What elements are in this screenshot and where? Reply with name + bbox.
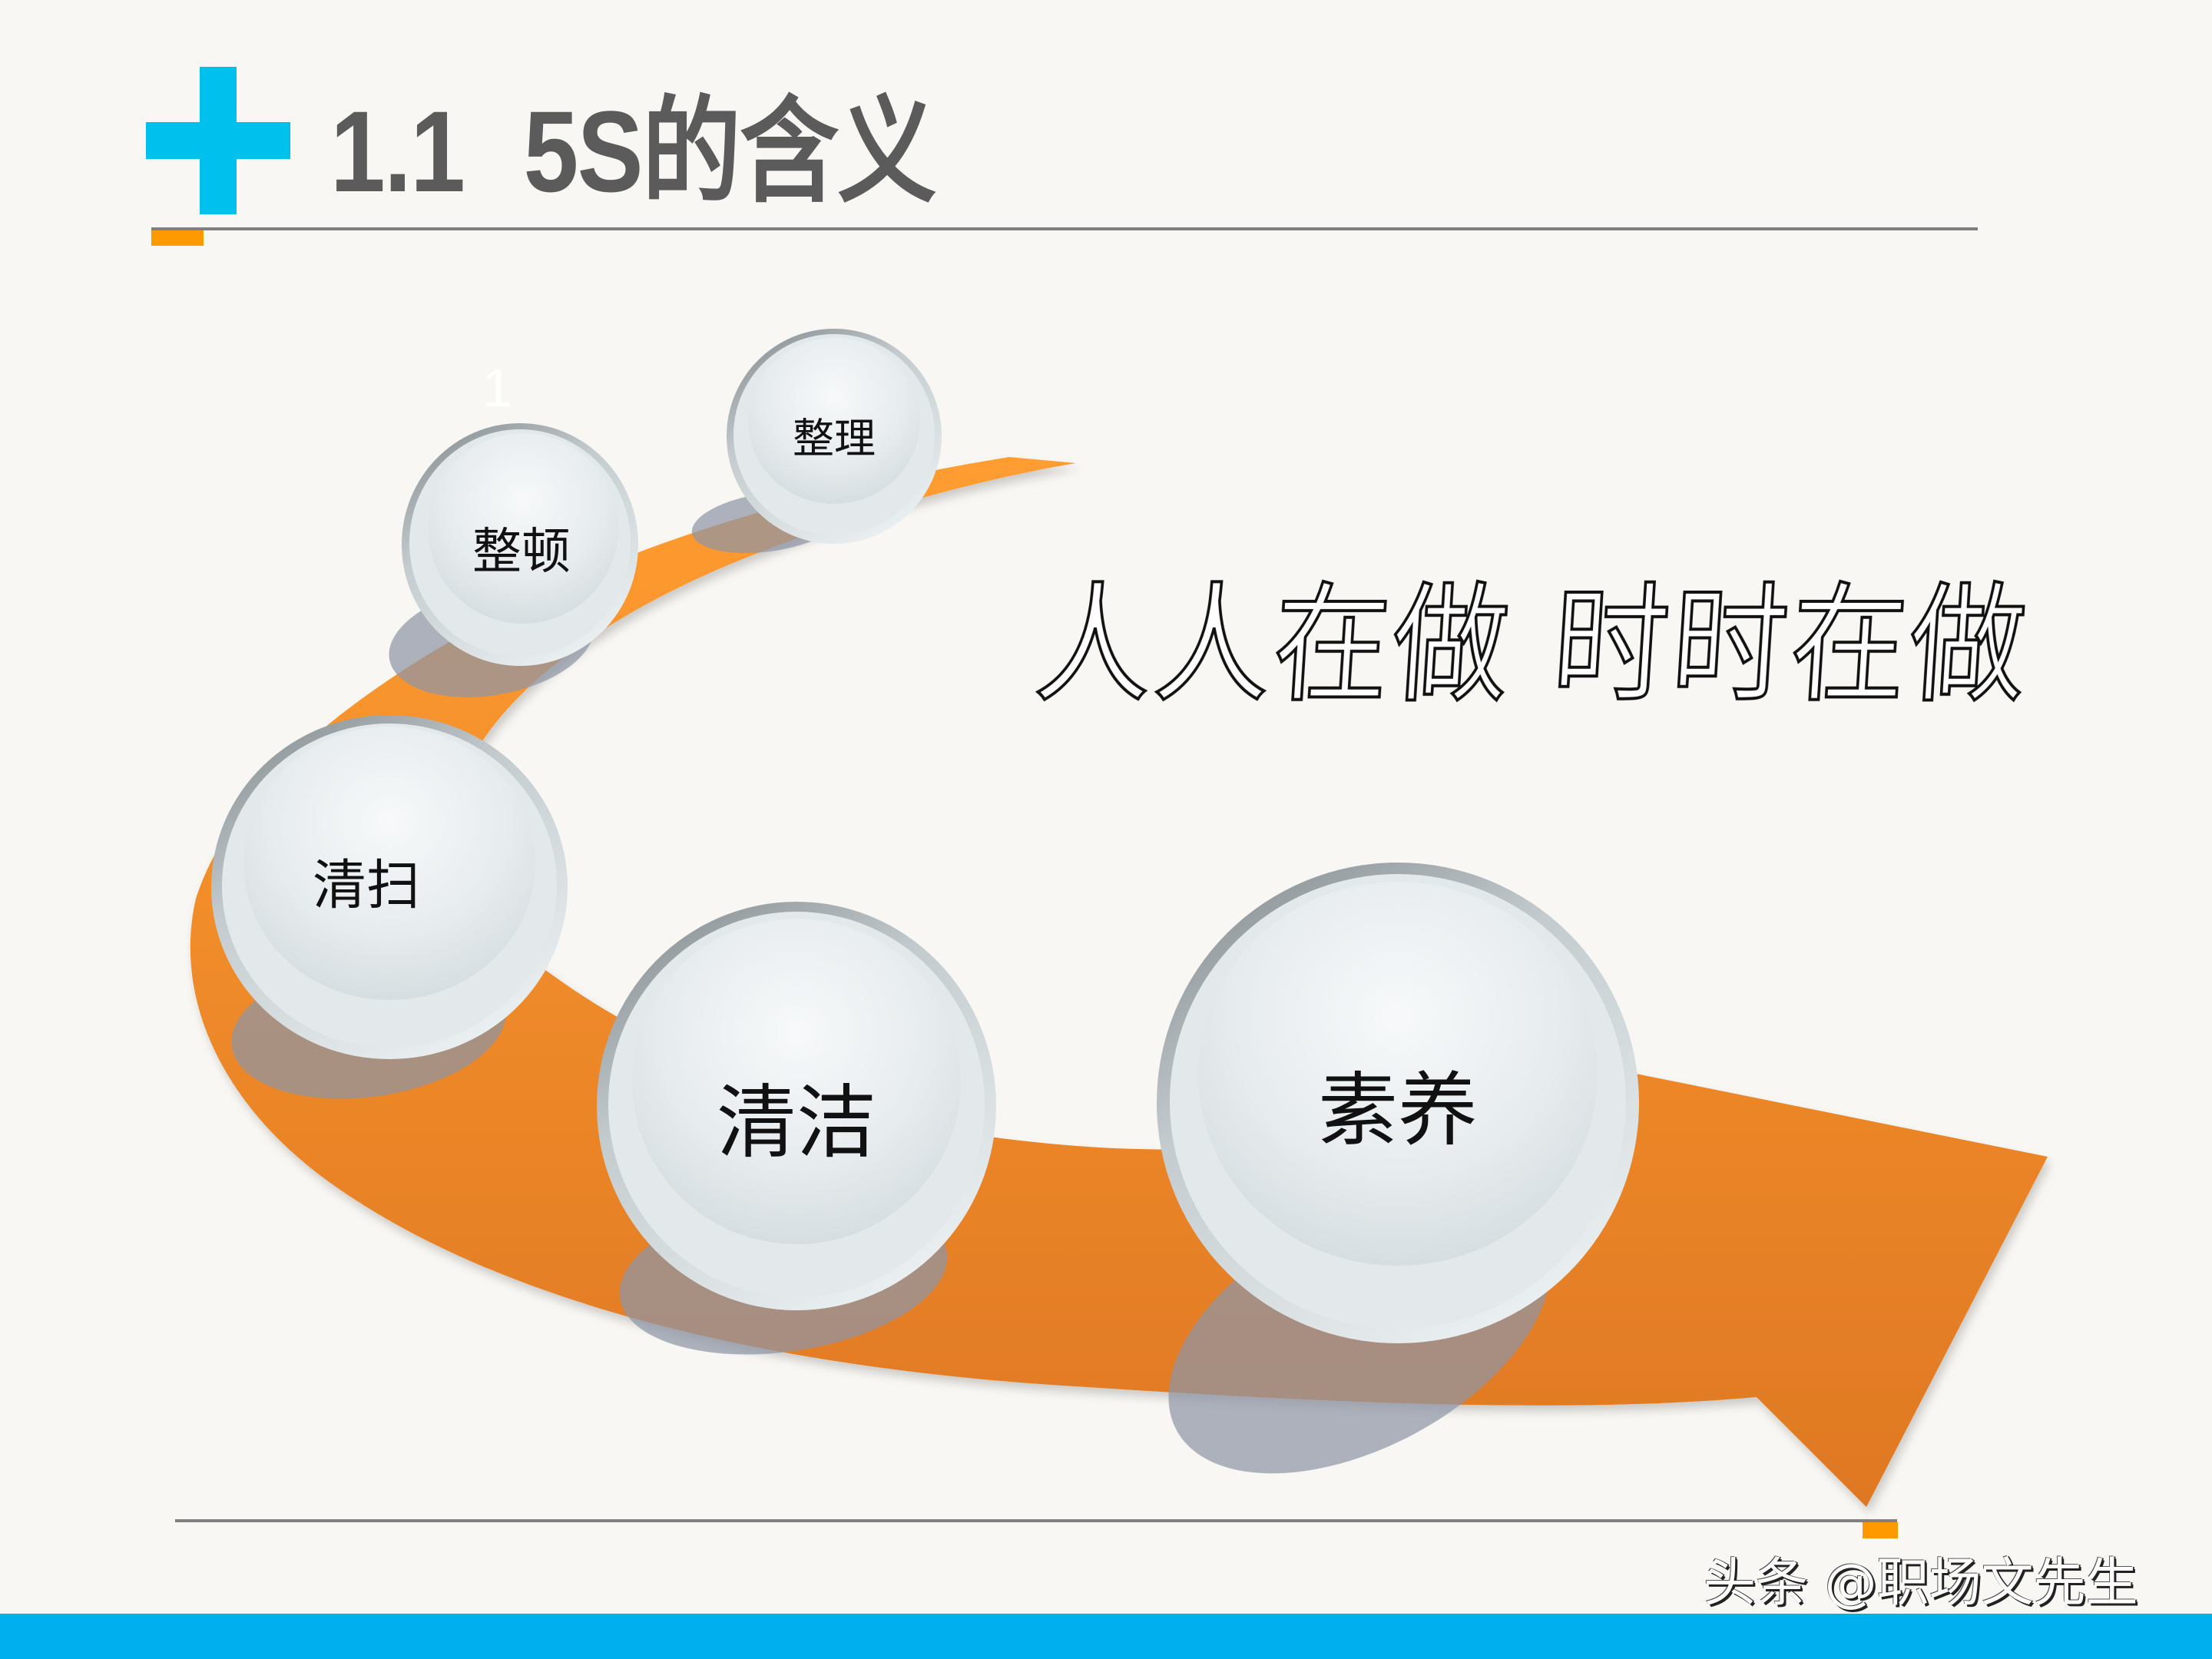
step-label-shitsuke: 素养 [1317,1063,1479,1157]
header-accent-block [151,230,204,246]
footer-blue-band [0,1614,2212,1659]
slogan-part-2: 时时在做 [1547,568,2035,722]
title-text: 5S的含义 [523,87,937,216]
slogan-text: 人人在做时时在做 [1030,568,2035,722]
step-label-seiketsu: 清洁 [716,1075,877,1170]
bubble-seiso [211,715,568,1059]
footer-accent-block [1863,1522,1898,1538]
bubble-seiton [402,423,638,666]
footer-divider [175,1519,1897,1522]
title-number: 1.1 [330,87,465,216]
step-label-seiri: 整理 [793,414,876,463]
page-title: 1.1 5S的含义 [330,86,937,217]
step-label-seiso: 清扫 [313,853,420,917]
step-label-seiton: 整顿 [472,524,571,581]
faint-marker-text: 1 [482,358,512,418]
bubble-seiketsu [597,902,996,1310]
bubble-shitsuke [1157,863,1639,1343]
slogan-part-1: 人人在做 [1030,568,1518,722]
plus-icon-horizontal-bar [146,122,290,159]
bubble-seiri [727,329,942,544]
watermark-text: 头条 @职场文先生 [1704,1553,2138,1614]
header-divider [151,227,1978,230]
